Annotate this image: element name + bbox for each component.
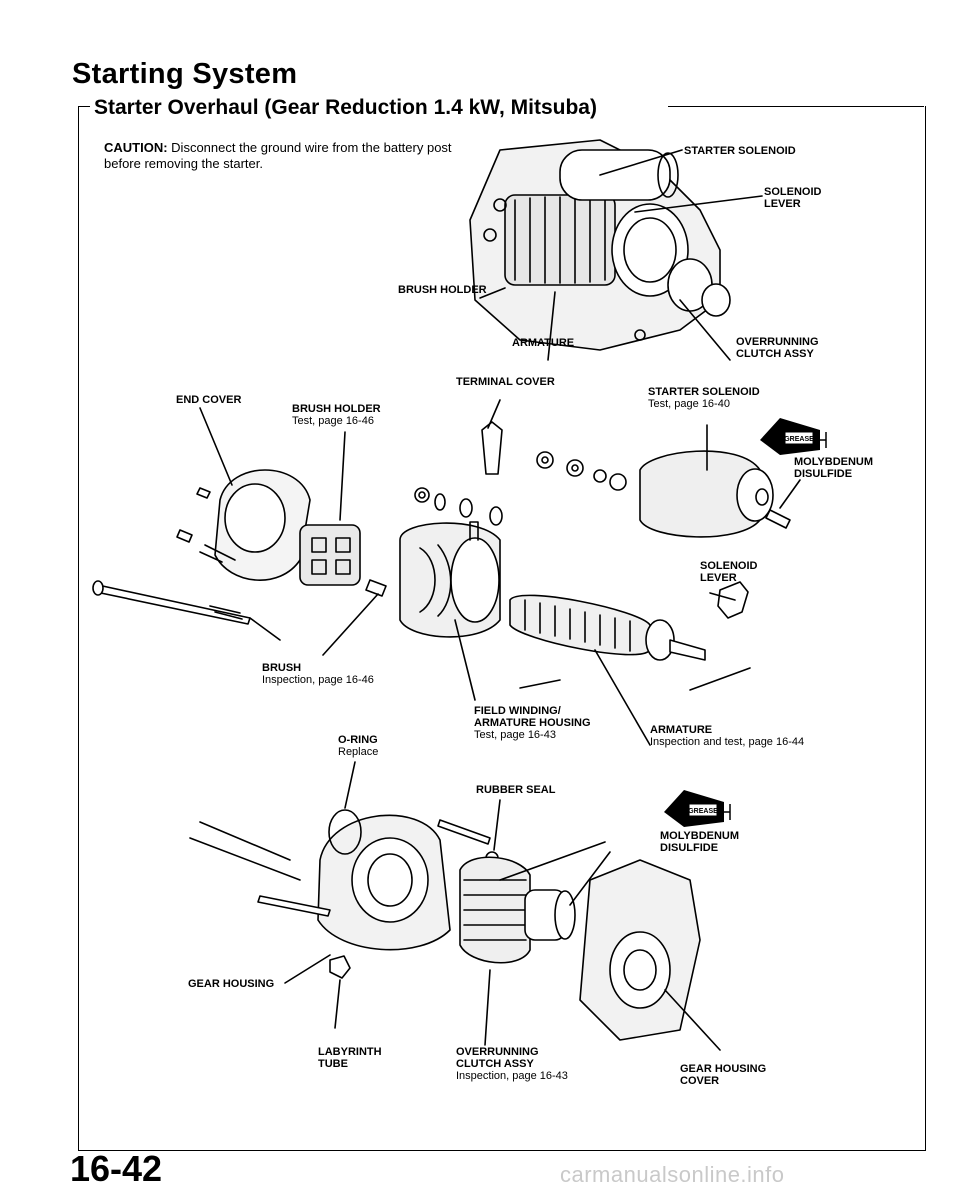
- diagram-frame: [78, 106, 926, 1151]
- label-terminal-cover: TERMINAL COVER: [456, 376, 555, 388]
- grease-label-2: GREASE: [688, 808, 718, 815]
- section-title: Starting System: [72, 58, 298, 90]
- watermark: carmanualsonline.info: [560, 1162, 785, 1187]
- caution-note: CAUTION: Disconnect the ground wire from…: [104, 140, 464, 172]
- grease-label-1: GREASE: [784, 436, 814, 443]
- assembled-starter: [469, 139, 731, 351]
- grease-symbol-2: GREASE: [664, 790, 731, 827]
- caution-label: CAUTION:: [104, 140, 168, 155]
- label-rubber-seal: RUBBER SEAL: [476, 784, 556, 796]
- caution-text: Disconnect the ground wire from the batt…: [104, 140, 452, 171]
- page-subtitle: Starter Overhaul (Gear Reduction 1.4 kW,…: [94, 96, 597, 119]
- grease-symbol-1: GREASE: [760, 418, 827, 455]
- label-starter-solenoid-top: STARTER SOLENOID: [684, 145, 796, 157]
- title-rule-left: [78, 106, 90, 107]
- label-gear-housing: GEAR HOUSING: [188, 978, 275, 990]
- label-end-cover: END COVER: [176, 394, 242, 406]
- label-armature-top: ARMATURE: [512, 337, 575, 349]
- label-brush-holder-top: BRUSH HOLDER: [398, 284, 487, 296]
- title-rule-right: [668, 106, 924, 107]
- page-number: 16-42: [70, 1148, 163, 1189]
